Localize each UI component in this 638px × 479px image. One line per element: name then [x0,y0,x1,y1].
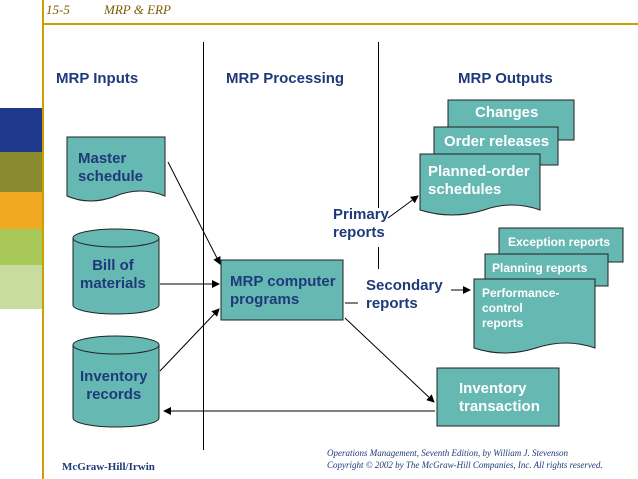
footer-citation: Operations Management, Seventh Edition, … [327,448,603,470]
planned-order-shape [419,153,541,216]
header-rule [42,23,638,25]
separator-left [203,42,204,450]
separator-right-lower [378,247,379,269]
inventory-records-shape [72,335,160,428]
mrp-program-shape [220,259,344,321]
inventory-transaction-shape [436,367,560,427]
bill-of-materials-shape [72,228,160,315]
slide-title: MRP & ERP [104,2,171,17]
performance-shape [473,278,596,354]
stripe-navy [0,24,42,46]
master-schedule-shape [66,136,166,202]
footer-publisher: McGraw-Hill/Irwin [62,461,155,473]
col-head-inputs: MRP Inputs [56,70,139,87]
stripe-6 [0,309,42,479]
col-head-processing: MRP Processing [226,70,345,87]
separator-right [378,42,379,208]
stripe-3 [0,192,42,229]
planning-label: Planning reports [492,261,588,275]
stripe-1 [0,108,42,152]
slide-number: 15-5 [46,2,70,17]
order-releases-label: Order releases [444,133,550,150]
stripe-2 [0,152,42,192]
header-bar [0,0,638,22]
changes-label: Changes [475,104,539,121]
stripe-top [0,0,42,24]
stripe-5 [0,265,42,309]
col-head-outputs: MRP Outputs [458,70,553,87]
exception-label: Exception reports [508,235,611,249]
stripe-rule [42,0,44,479]
stripe-4 [0,229,42,265]
